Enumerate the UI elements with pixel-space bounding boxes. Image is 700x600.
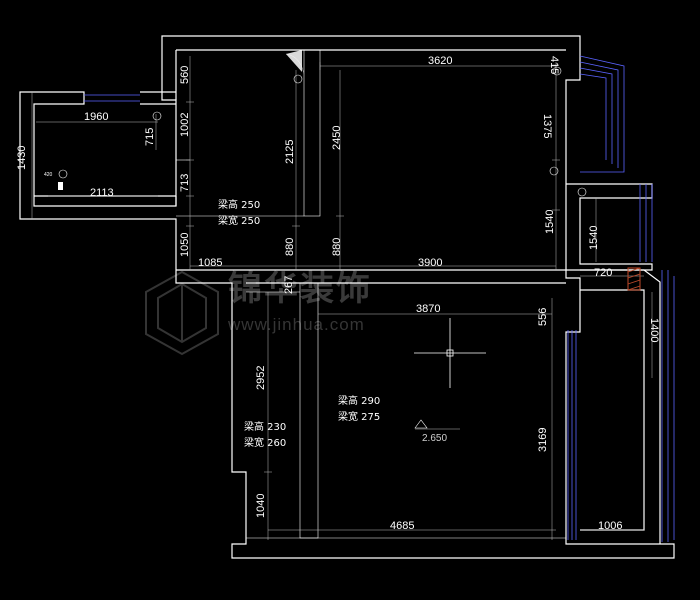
dim-line-middle — [292, 70, 344, 270]
right-balcony-wall — [566, 183, 653, 271]
watermark-logo-icon — [145, 270, 219, 356]
dimension-lines — [31, 56, 653, 540]
dim-1050: 1050 — [179, 233, 191, 257]
dim-1540-right: 1540 — [544, 210, 556, 234]
dim-880-left: 880 — [284, 238, 296, 256]
dim-1040: 1040 — [255, 494, 267, 518]
dim-3169: 3169 — [537, 428, 549, 452]
dim-1375: 1375 — [541, 114, 553, 138]
dim-line-lower-left — [264, 292, 272, 540]
dim-line-horizontal — [190, 265, 556, 540]
dim-2113: 2113 — [90, 187, 114, 199]
beam-center-height: 梁高 290 — [338, 394, 380, 407]
watermark-url: www.jinhua.com — [227, 315, 365, 334]
beam-left-height: 梁高 230 — [244, 420, 286, 433]
right-room-wall — [580, 269, 661, 544]
dimension-labels: 3620 415 1375 1540 1540 720 1400 560 100… — [16, 55, 660, 532]
crosshair-cursor-icon — [414, 318, 486, 388]
dim-3870: 3870 — [416, 303, 440, 315]
dim-415: 415 — [548, 56, 560, 74]
dim-560: 560 — [179, 66, 191, 84]
dim-2125: 2125 — [284, 140, 296, 164]
dim-line-left — [186, 56, 194, 270]
level-value: 2.650 — [422, 433, 447, 444]
dim-1002: 1002 — [179, 113, 191, 137]
dim-1006: 1006 — [598, 520, 622, 532]
marker-circle-icon — [293, 74, 303, 84]
marker-circle-icon — [549, 166, 559, 176]
beam-upper-width: 梁宽 250 — [218, 214, 260, 227]
dim-880-right: 880 — [331, 238, 343, 256]
marker-circle-icon — [577, 187, 587, 197]
beam-upper-height: 梁高 250 — [218, 198, 260, 211]
door-swing-icon — [285, 50, 305, 75]
dim-2952: 2952 — [255, 366, 267, 390]
dim-267: 267 — [283, 276, 295, 294]
dim-3900: 3900 — [418, 257, 442, 269]
windows — [84, 55, 675, 542]
marker-circle-icon — [58, 169, 68, 179]
marker-circle-icon — [552, 66, 562, 76]
dim-1400: 1400 — [648, 318, 660, 342]
column-hatch-lines — [627, 267, 641, 291]
window-right-room — [661, 270, 675, 542]
dim-1540-balcony: 1540 — [588, 226, 600, 250]
column-hatch-icon — [627, 267, 641, 291]
dim-2450: 2450 — [331, 126, 343, 150]
watermark: 锦华装饰 www.jinhua.com — [145, 269, 372, 356]
dim-1085: 1085 — [198, 257, 222, 269]
beam-left-width: 梁宽 260 — [244, 436, 286, 449]
outer-wall-line — [19, 35, 675, 559]
dim-715: 715 — [144, 128, 156, 146]
window-right-balcony — [639, 184, 653, 262]
dim-3620: 3620 — [428, 55, 452, 67]
dim-1960: 1960 — [84, 111, 108, 123]
dim-line-right-upper — [552, 66, 560, 270]
window-top-right — [579, 55, 625, 173]
partition-wall-upper — [303, 49, 321, 217]
dim-556: 556 — [537, 308, 549, 326]
outlet-icon — [58, 182, 63, 190]
dim-1430: 1430 — [16, 146, 28, 170]
watermark-name: 锦华装饰 — [228, 269, 372, 309]
inner-outline — [175, 49, 566, 284]
interior-walls — [176, 49, 566, 539]
marker-circle-icon — [152, 111, 162, 121]
dim-line-right-lower — [580, 198, 653, 378]
dim-4685: 4685 — [390, 520, 414, 532]
window-lower-left — [567, 330, 577, 540]
level-marker: 2.650 — [414, 419, 460, 444]
window-balcony-top — [84, 94, 140, 102]
dim-713: 713 — [179, 174, 191, 192]
beam-notes: 梁高 250 梁宽 250 梁高 290 梁宽 275 梁高 230 梁宽 26… — [218, 198, 380, 449]
dim-720: 720 — [594, 267, 612, 279]
dim-line-balcony — [31, 92, 158, 219]
beam-center-width: 梁宽 275 — [338, 410, 380, 423]
dim-420: 420 — [44, 172, 53, 178]
level-triangle-icon — [414, 419, 428, 429]
